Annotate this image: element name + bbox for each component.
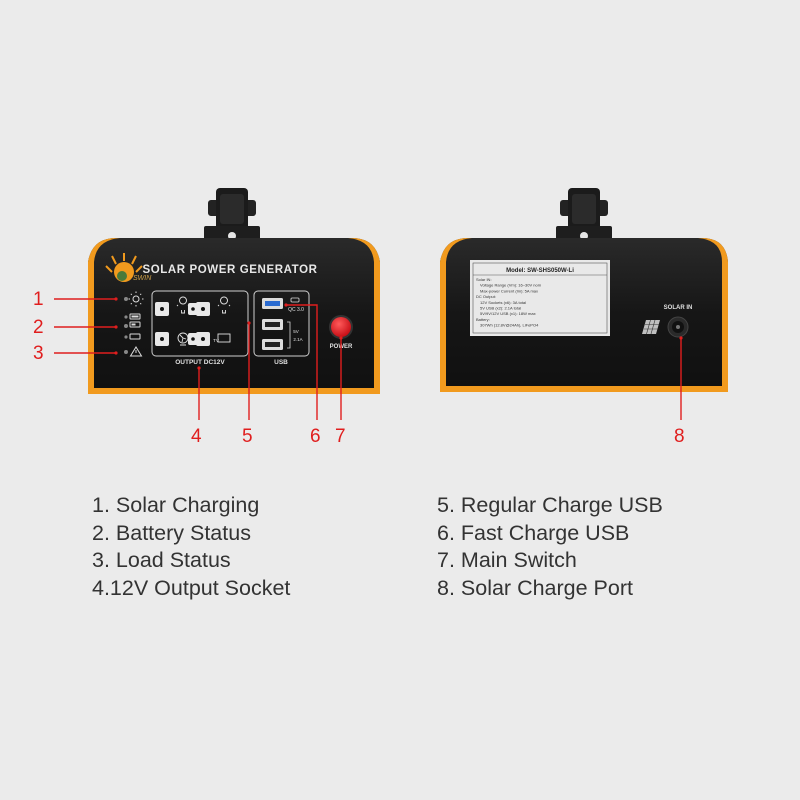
dc-output-panel: OUTPUT DC12V TV (151, 290, 249, 366)
spec-model: Model: SW-SHS050W-Li (506, 268, 574, 274)
callout-3: 3 (33, 343, 44, 364)
solar-charge-port[interactable] (667, 316, 689, 338)
legend-item-load-status: 3. Load Status (92, 548, 231, 572)
spec-line: 5V USB (x2): 2.1A total (480, 306, 521, 311)
dc-socket-hole (201, 337, 205, 341)
brand-text: SWIN (133, 275, 152, 282)
qc-label: QC 3.0 (288, 307, 304, 313)
tv-label: TV (213, 338, 219, 343)
load-warning-icon (129, 346, 143, 357)
light-bulb-icon (217, 296, 231, 314)
callout-6: 6 (310, 426, 321, 447)
legend-right: 5. Regular Charge USB 6. Fast Charge USB… (437, 492, 663, 602)
callout-5: 5 (242, 426, 253, 447)
callout-4: 4 (191, 426, 202, 447)
front-handle (204, 188, 260, 240)
legend-item-output-socket: 4.12V Output Socket (92, 575, 291, 600)
legend-item-main-switch: 7. Main Switch (437, 548, 577, 572)
spec-line: Max-power Current (Im): 5A max (480, 288, 538, 293)
solar-panel-icon (642, 319, 660, 335)
legend-item-battery-status: 2. Battery Status (92, 520, 251, 545)
legend-item-solar-charging: 1. Solar Charging (92, 493, 260, 517)
brand-logo: SWIN (105, 253, 152, 282)
rear-unit: Model: SW-SHS050W-Li Solar IN:Voltage Ra… (440, 188, 728, 392)
spec-line: DC Output: (476, 294, 496, 299)
usb-spec-voltage: 5V (293, 329, 299, 334)
dc-socket-hole (191, 307, 195, 311)
callout-2: 2 (33, 317, 44, 338)
light-bulb-icon (176, 296, 190, 314)
dc-socket-hole (160, 307, 164, 311)
dc-socket-hole (160, 337, 164, 341)
battery-status-icon (129, 313, 141, 328)
callout-dots (114, 297, 683, 370)
legend-item-solar-port: 8. Solar Charge Port (437, 575, 633, 600)
legend-item-fast-usb: 6. Fast Charge USB (437, 520, 630, 545)
callout-lines (54, 298, 682, 420)
legend-left: 1. Solar Charging 2. Battery Status 3. L… (92, 492, 290, 602)
legend-item-regular-usb: 5. Regular Charge USB (437, 493, 663, 517)
callout-8: 8 (674, 426, 685, 447)
usb-spec-current: 2.1A (293, 337, 302, 342)
spec-label-sticker: Model: SW-SHS050W-Li Solar IN:Voltage Ra… (470, 260, 610, 336)
solar-in-label: SOLAR IN (664, 305, 693, 311)
spec-line: Battery: (476, 317, 490, 322)
fan-blades-icon (179, 334, 187, 346)
front-case (88, 238, 380, 392)
power-button[interactable]: POWER (329, 315, 353, 350)
spec-line: 12V Sockets (x6): 3A total (480, 300, 526, 305)
rear-handle (556, 188, 612, 240)
usb-label: USB (274, 359, 288, 366)
spec-line: Solar IN: (476, 277, 492, 282)
output-dc12v-label: OUTPUT DC12V (175, 359, 225, 366)
generator-title: SOLAR POWER GENERATOR (142, 264, 317, 276)
dc-socket-hole (201, 307, 205, 311)
usb-panel: QC 3.0 5V 2.1A USB (253, 290, 310, 366)
indicator-leds (124, 291, 144, 357)
solar-charging-icon (128, 291, 144, 307)
spec-line: Voltage Range (Vm): 16~30V nom (480, 283, 542, 288)
spec-line: 5V/9V/12V USB (x1): 18W max (480, 311, 536, 316)
spec-line: 307Wh (12.8V@24Ah), LiFePO4 (480, 323, 539, 328)
dc-socket-hole (191, 337, 195, 341)
callout-1: 1 (33, 289, 44, 310)
callout-7: 7 (335, 426, 346, 447)
tv-icon (217, 333, 231, 343)
front-unit: SWIN SOLAR POWER GENERATOR (88, 188, 380, 394)
